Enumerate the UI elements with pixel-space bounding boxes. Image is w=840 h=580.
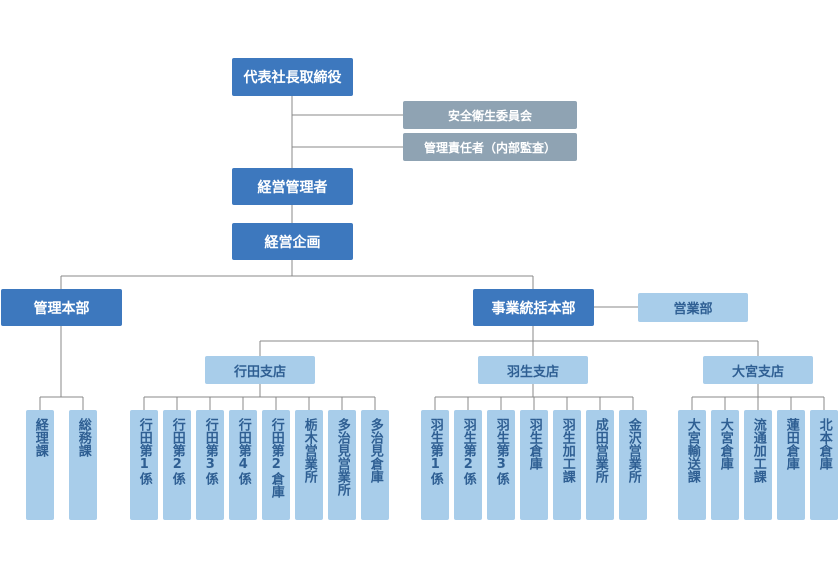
unit-label: 行田第2係: [169, 418, 185, 485]
president-box: 代表社長取締役: [232, 58, 353, 96]
hanyu-unit-box: 成田営業所: [586, 410, 614, 520]
hanyu-unit-box: 羽生第1係: [421, 410, 449, 520]
unit-label: 行田第1係: [136, 418, 152, 485]
gyoda-unit-box: 栃木営業所: [295, 410, 323, 520]
unit-label: 総務課: [75, 418, 91, 457]
hanyu-unit-box: 羽生加工課: [553, 410, 581, 520]
unit-label: 羽生倉庫: [526, 418, 542, 470]
hanyu-unit-box: 羽生第2係: [454, 410, 482, 520]
unit-label: 多治見営業所: [334, 418, 350, 496]
unit-label: 羽生加工課: [559, 418, 575, 483]
planning-box: 経営企画: [232, 223, 353, 260]
unit-label: 行田第3係: [202, 418, 218, 485]
unit-label: 経理課: [32, 418, 48, 457]
unit-label: 羽生第1係: [427, 418, 443, 485]
unit-label: 大宮倉庫: [717, 418, 733, 470]
internal-audit-box: 管理責任者（内部監査）: [403, 133, 577, 161]
unit-label: 流通加工課: [750, 418, 766, 483]
hanyu-unit-box: 羽生第3係: [487, 410, 515, 520]
hanyu-unit-box: 羽生倉庫: [520, 410, 548, 520]
unit-label: 栃木営業所: [301, 418, 317, 483]
safety-committee-box: 安全衛生委員会: [403, 101, 577, 129]
omiya-unit-box: 蓮田倉庫: [777, 410, 805, 520]
omiya-branch-box: 大宮支店: [703, 356, 813, 384]
gyoda-unit-box: 行田第2係: [163, 410, 191, 520]
hanyu-unit-box: 金沢営業所: [619, 410, 647, 520]
unit-label: 大宮輸送課: [684, 418, 700, 483]
gyoda-unit-box: 行田第3係: [196, 410, 224, 520]
hanyu-branch-box: 羽生支店: [478, 356, 588, 384]
accounting-unit-box: 経理課: [26, 410, 54, 520]
gyoda-unit-box: 行田第2倉庫: [262, 410, 290, 520]
omiya-unit-box: 大宮輸送課: [678, 410, 706, 520]
gyoda-unit-box: 多治見倉庫: [361, 410, 389, 520]
management-box: 経営管理者: [232, 168, 353, 205]
unit-label: 金沢営業所: [625, 418, 641, 483]
unit-label: 羽生第3係: [493, 418, 509, 485]
omiya-unit-box: 流通加工課: [744, 410, 772, 520]
sales-department-box: 営業部: [638, 293, 748, 322]
unit-label: 成田営業所: [592, 418, 608, 483]
admin-division-box: 管理本部: [1, 289, 122, 326]
gyoda-branch-box: 行田支店: [205, 356, 315, 384]
unit-label: 北本倉庫: [816, 418, 832, 470]
omiya-unit-box: 大宮倉庫: [711, 410, 739, 520]
general-affairs-unit-box: 総務課: [69, 410, 97, 520]
gyoda-unit-box: 多治見営業所: [328, 410, 356, 520]
business-division-box: 事業統括本部: [473, 289, 594, 326]
unit-label: 多治見倉庫: [367, 418, 383, 483]
unit-label: 行田第4係: [235, 418, 251, 485]
gyoda-unit-box: 行田第4係: [229, 410, 257, 520]
unit-label: 羽生第2係: [460, 418, 476, 485]
gyoda-unit-box: 行田第1係: [130, 410, 158, 520]
omiya-unit-box: 北本倉庫: [810, 410, 838, 520]
unit-label: 行田第2倉庫: [268, 418, 284, 498]
unit-label: 蓮田倉庫: [783, 418, 799, 470]
